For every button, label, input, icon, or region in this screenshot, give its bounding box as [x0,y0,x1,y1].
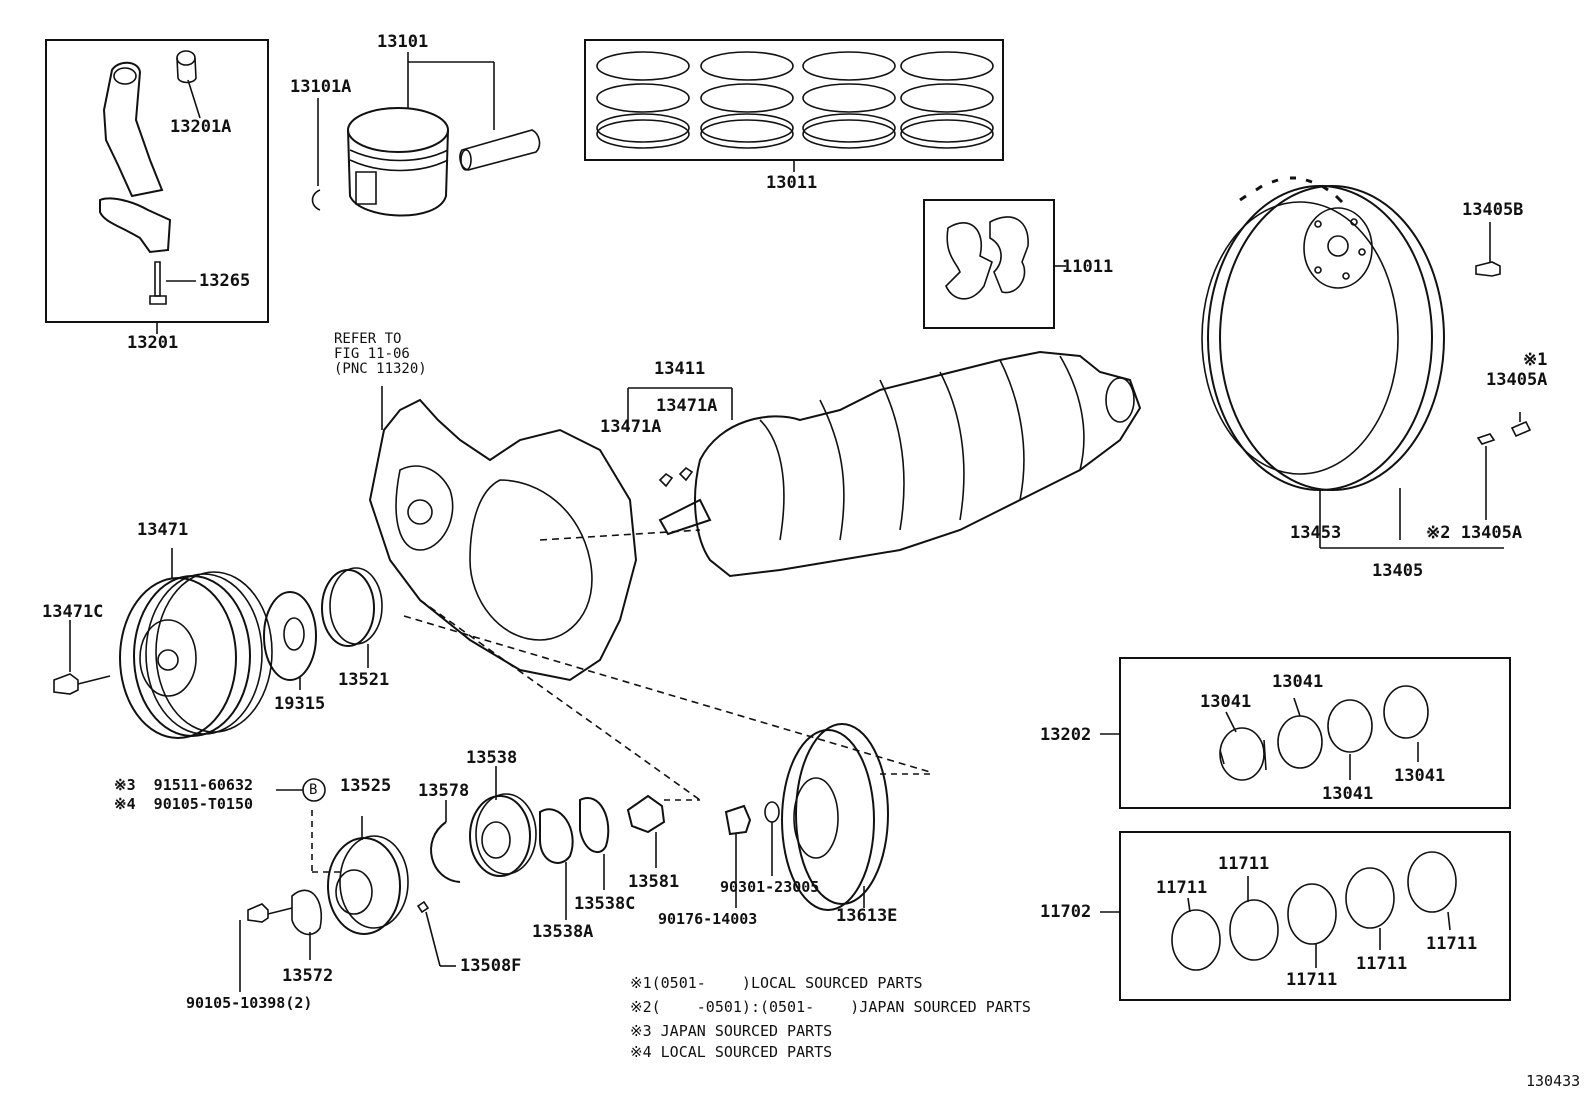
bearing-box-11702 [1100,831,1511,1001]
flywheel-group [1201,176,1532,549]
label-13538c: 13538C [574,894,636,914]
balancer-parts [239,723,930,992]
label-11711-a: 11711 [1156,878,1208,898]
thrust-washer-set [923,199,1066,329]
connecting-rod-group [45,39,269,334]
footnote-2: ※2( -0501):(0501- )JAPAN SOURCED PARTS [630,998,1031,1016]
label-13581: 13581 [628,872,680,892]
label-11011: 11011 [1062,257,1114,277]
label-13613e: 13613E [836,906,898,926]
label-13201a: 13201A [170,117,232,137]
label-91511-60632: ※3 91511-60632 [114,776,253,794]
label-13572: 13572 [282,966,334,986]
figure-number: 130433 [1526,1072,1581,1090]
label-13538: 13538 [466,748,518,768]
label-13101: 13101 [377,32,429,52]
label-13411: 13411 [654,359,706,379]
label-13201: 13201 [127,333,179,353]
label-13405: 13405 [1372,561,1424,581]
label-90301-23005: 90301-23005 [720,878,820,896]
piston-ring-set [584,39,1004,172]
label-13011: 13011 [766,173,818,193]
label-13405a-1: ※1 13405A [1486,350,1548,390]
label-13578: 13578 [418,781,470,801]
footnote-1: ※1(0501- )LOCAL SOURCED PARTS [630,974,923,992]
label-13521: 13521 [338,670,390,690]
label-90105-t0150: ※4 90105-T0150 [114,795,253,813]
circle-b-marker: B [309,782,318,798]
label-13471: 13471 [137,520,189,540]
label-13525: 13525 [340,776,392,796]
label-13101a: 13101A [290,77,352,97]
label-13265: 13265 [199,271,251,291]
footnote-4: ※4 LOCAL SOURCED PARTS [630,1043,833,1061]
label-11711-d: 11711 [1356,954,1408,974]
label-11702: 11702 [1040,902,1092,922]
label-13041-a: 13041 [1200,692,1252,712]
label-90176-14003: 90176-14003 [658,910,758,928]
label-13471a-2: 13471A [600,417,662,437]
label-11711-b: 11711 [1218,854,1270,874]
refer-note: REFER TO FIG 11-06 (PNC 11320) [334,331,427,377]
label-13453: 13453 [1290,523,1342,543]
label-13405a-2: ※2 13405A [1426,523,1523,543]
footnote-3: ※3 JAPAN SOURCED PARTS [630,1022,833,1040]
label-13041-b: 13041 [1272,672,1324,692]
label-13041-d: 13041 [1394,766,1446,786]
label-13471c: 13471C [42,602,104,622]
crankshaft [627,350,1142,578]
label-13202: 13202 [1040,725,1092,745]
label-13405b: 13405B [1462,200,1524,220]
label-13508f: 13508F [460,956,522,976]
crank-sprocket [263,567,383,690]
label-11711-c: 11711 [1286,970,1338,990]
label-11711-e: 11711 [1426,934,1478,954]
label-13471a-1: 13471A [656,396,718,416]
label-19315: 19315 [274,694,326,714]
label-90105-10398: 90105-10398(2) [186,994,313,1012]
piston-group [311,52,541,217]
timing-case [368,386,931,801]
label-13041-c: 13041 [1322,784,1374,804]
bearing-box-13202 [1100,657,1511,809]
crank-pulley [53,548,273,739]
label-13538a: 13538A [532,922,594,942]
